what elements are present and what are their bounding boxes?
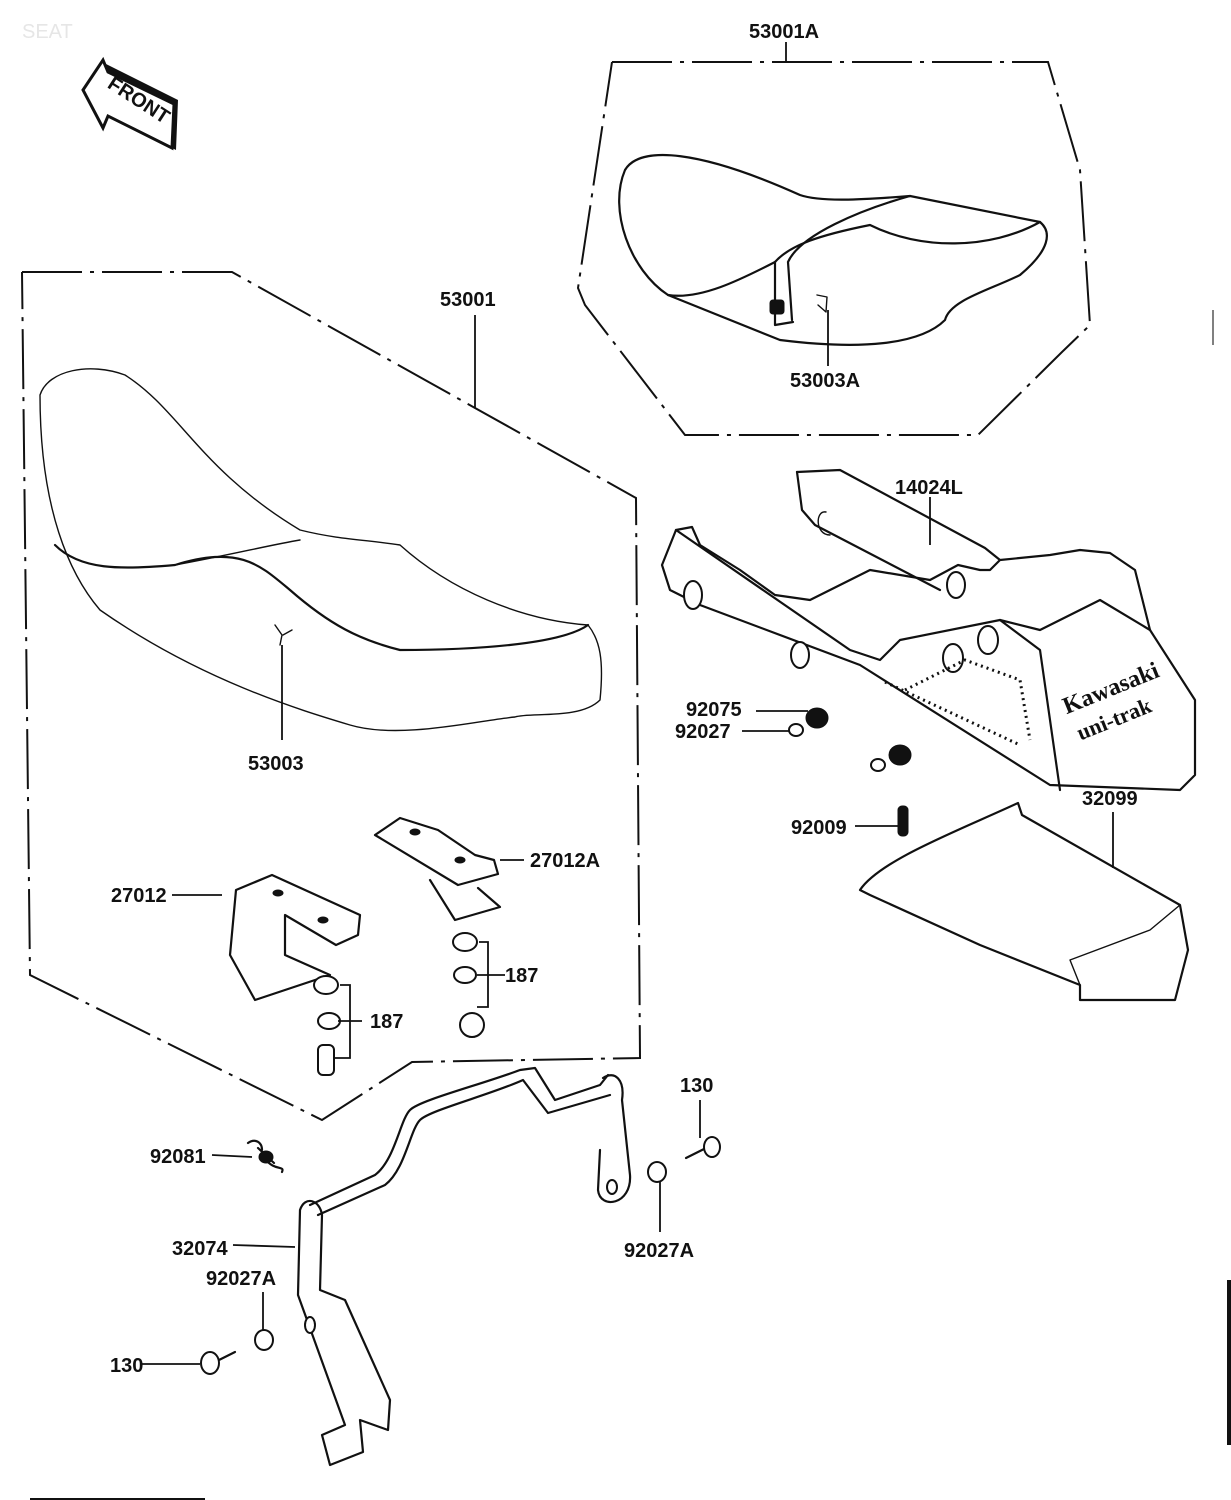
collar-icon [788, 723, 804, 737]
label-32099[interactable]: 32099 [1082, 788, 1138, 810]
label-53003[interactable]: 53003 [248, 753, 304, 775]
screw-icon [317, 1044, 335, 1076]
bolt-head-icon [703, 1136, 721, 1158]
label-92075[interactable]: 92075 [686, 699, 742, 721]
left-bolt-group: 92027A 130 [110, 1268, 276, 1377]
seat-lock-rod-icon: 32074 [172, 1066, 632, 1467]
bracket-group: 27012 27012A [111, 816, 600, 1002]
nut-icon [805, 707, 829, 729]
storage-case-group: 92009 32099 [791, 788, 1190, 1002]
fastener-187-right-group: 187 [452, 932, 538, 1038]
washer-icon [313, 975, 339, 995]
label-92027[interactable]: 92027 [675, 721, 731, 743]
label-187-right[interactable]: 187 [505, 965, 538, 987]
seat-alt-icon [618, 153, 1048, 346]
label-92027A-left[interactable]: 92027A [206, 1268, 276, 1290]
label-27012[interactable]: 27012 [111, 885, 167, 907]
label-92081[interactable]: 92081 [150, 1146, 206, 1168]
seat-assembly-alt-group: 53001A 53003A [576, 21, 1092, 436]
fasteners-92075-92027: 92075 92027 [675, 699, 912, 772]
collar-icon [647, 1161, 667, 1183]
label-130-right[interactable]: 130 [680, 1075, 713, 1097]
label-130-left[interactable]: 130 [110, 1355, 143, 1377]
diagram-title: SEAT [22, 21, 73, 43]
right-bolt-group: 130 92027A [624, 1075, 721, 1262]
label-53001[interactable]: 53001 [440, 289, 496, 311]
label-32074[interactable]: 32074 [172, 1238, 228, 1260]
seat-icon [39, 368, 603, 732]
lock-washer-icon [317, 1012, 341, 1030]
label-53003A[interactable]: 53003A [790, 370, 860, 392]
label-27012A[interactable]: 27012A [530, 850, 600, 872]
tail-cover-icon: Kawasaki uni-trak 14024L [660, 468, 1197, 792]
label-187-left[interactable]: 187 [370, 1011, 403, 1033]
fastener-187-left-group: 187 [313, 975, 403, 1076]
label-92009[interactable]: 92009 [791, 817, 847, 839]
front-arrow-icon: FRONT [81, 56, 178, 151]
label-92027A-right[interactable]: 92027A [624, 1240, 694, 1262]
label-14024L[interactable]: 14024L [895, 477, 963, 499]
bracket-27012-icon [228, 873, 362, 1002]
bolt-icon [897, 805, 909, 837]
label-53001A[interactable]: 53001A [749, 21, 819, 43]
spring-group: 92081 [150, 1139, 284, 1174]
bracket-27012A-icon [373, 816, 500, 887]
seat-assembly-group: 53001 53003 [21, 271, 642, 1122]
